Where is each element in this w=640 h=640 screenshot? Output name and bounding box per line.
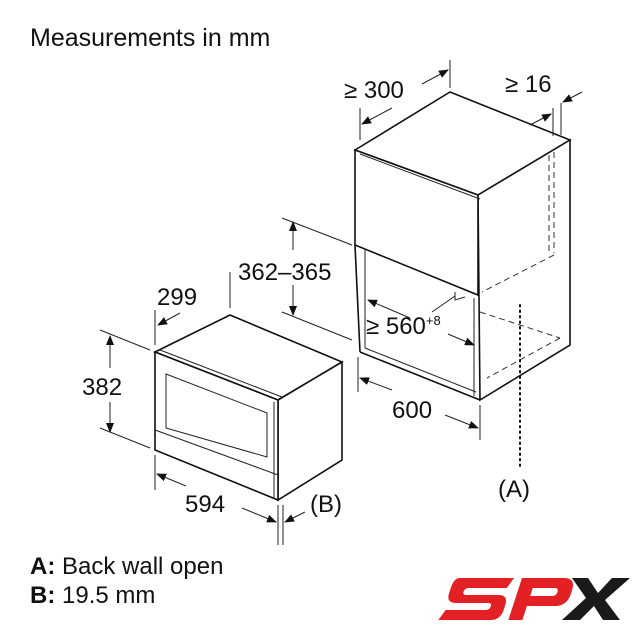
wall-cabinet (353, 91, 572, 402)
legend-text-b: 19.5 mm (62, 582, 156, 609)
appliance-height-label: 382 (82, 374, 122, 401)
legend-item-a: A: Back wall open (30, 553, 223, 581)
dimension-lines (99, 60, 583, 545)
b-reference-label: (B) (310, 491, 342, 518)
legend-key-b: B: (30, 582, 56, 609)
cabinet-width-label: 600 (392, 397, 432, 424)
appliance-width-label: 594 (185, 491, 225, 518)
cabinet-depth-label: ≥ 300 (344, 77, 404, 104)
niche-width-label: ≥ 560+8 (366, 313, 441, 340)
spx-logo-x (562, 578, 630, 620)
niche-height-label: 362–365 (238, 259, 331, 286)
niche-width-value: ≥ 560 (366, 313, 426, 340)
a-reference-label: (A) (498, 476, 530, 503)
legend-key-a: A: (30, 553, 56, 580)
cabinet-gap-label: ≥ 16 (505, 71, 552, 98)
niche-width-tolerance: +8 (426, 313, 441, 328)
legend-item-b: B: 19.5 mm (30, 582, 155, 610)
diagram-title: Measurements in mm (30, 24, 271, 52)
microwave-appliance (153, 314, 344, 502)
legend-text-a: Back wall open (62, 553, 224, 580)
spx-logo (438, 578, 574, 620)
appliance-depth-label: 299 (157, 284, 197, 311)
